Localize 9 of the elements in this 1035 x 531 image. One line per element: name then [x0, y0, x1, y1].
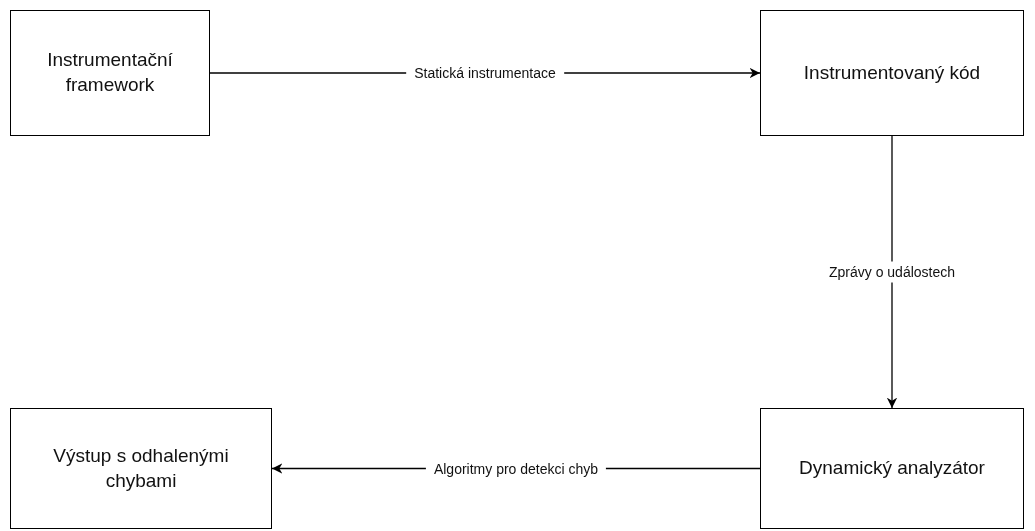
box-label: Výstup s odhalenými chybami	[52, 443, 230, 493]
box-label: Instrumentovaný kód	[803, 60, 981, 85]
process-box	[10, 408, 272, 529]
box-label: Dynamický analyzátor	[799, 456, 985, 481]
process-box	[760, 10, 1024, 136]
process-box	[10, 10, 210, 136]
arrow	[886, 135, 898, 409]
process-box	[760, 408, 1024, 529]
box-label: Instrumentační framework	[46, 48, 174, 97]
